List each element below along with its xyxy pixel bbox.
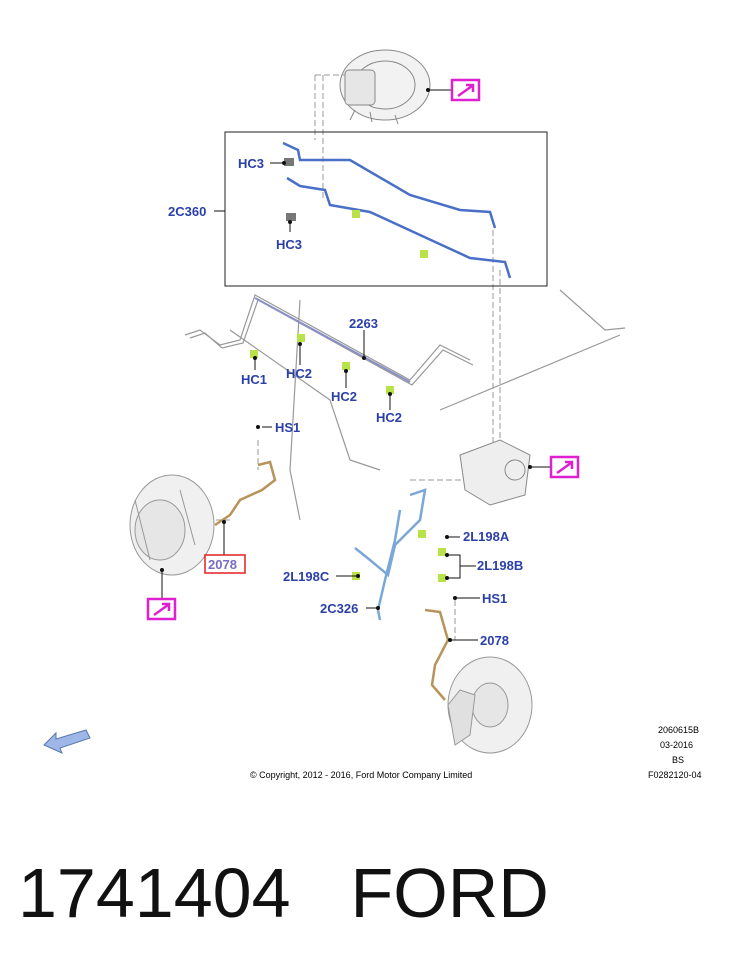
- callout-hc1: HC1: [241, 372, 267, 387]
- callout-hs1-left: HS1: [275, 420, 300, 435]
- brake-booster: [339, 49, 431, 125]
- brake-lines-lower: [354, 488, 427, 621]
- diagram-region: BS: [672, 755, 684, 765]
- callout-hc3-top: HC3: [238, 156, 264, 171]
- copyright-notice: © Copyright, 2012 - 2016, Ford Motor Com…: [250, 770, 472, 780]
- callout-2l198b: 2L198B: [477, 558, 523, 573]
- callout-2263: 2263: [349, 316, 378, 331]
- leader-dots: [160, 88, 532, 642]
- brand-name: FORD: [350, 854, 549, 932]
- callout-hs1-right: HS1: [482, 591, 507, 606]
- reference-arrow-icon: [450, 78, 481, 102]
- callout-hc2-c: HC2: [376, 410, 402, 425]
- pipe-2263-highlight: [254, 297, 411, 383]
- right-brake-disc: [447, 656, 533, 754]
- callout-2c360: 2C360: [168, 204, 206, 219]
- direction-arrow-icon: [43, 729, 91, 754]
- brake-pipe-2263: [184, 289, 626, 521]
- diagram-date: 03-2016: [660, 740, 693, 750]
- clips-middle: [250, 334, 394, 394]
- callout-hc3-bottom: HC3: [276, 237, 302, 252]
- leader-lines: [161, 89, 550, 641]
- callout-2078-right: 2078: [480, 633, 509, 648]
- left-brake-hose: [214, 460, 277, 527]
- callout-hc2-a: HC2: [286, 366, 312, 381]
- part-caption: 1741404 FORD: [18, 848, 718, 938]
- diagram-code: 2060615B: [658, 725, 699, 735]
- highlight-box-2078: [204, 554, 246, 574]
- callout-2l198c: 2L198C: [283, 569, 330, 584]
- callout-hc2-b: HC2: [331, 389, 357, 404]
- reference-arrow-icon: [146, 597, 177, 621]
- abs-unit: [459, 439, 531, 506]
- callout-2078-left: 2078: [208, 557, 237, 572]
- callout-2c326: 2C326: [320, 601, 358, 616]
- reference-arrow-icon: [549, 455, 580, 479]
- left-backing-plate: [129, 474, 215, 576]
- brake-lines-upper: [282, 141, 512, 279]
- part-number: 1741404: [18, 854, 291, 932]
- brake-system-diagram: HC3 HC3 2C360 2263 HC1 HC2 HC2 HC2 HS1 2…: [43, 49, 702, 780]
- right-brake-hose: [424, 608, 450, 701]
- callout-2l198a: 2L198A: [463, 529, 510, 544]
- diagram-ref: F0282120-04: [648, 770, 702, 780]
- clips-upper: [284, 158, 428, 258]
- detail-box: [224, 131, 548, 287]
